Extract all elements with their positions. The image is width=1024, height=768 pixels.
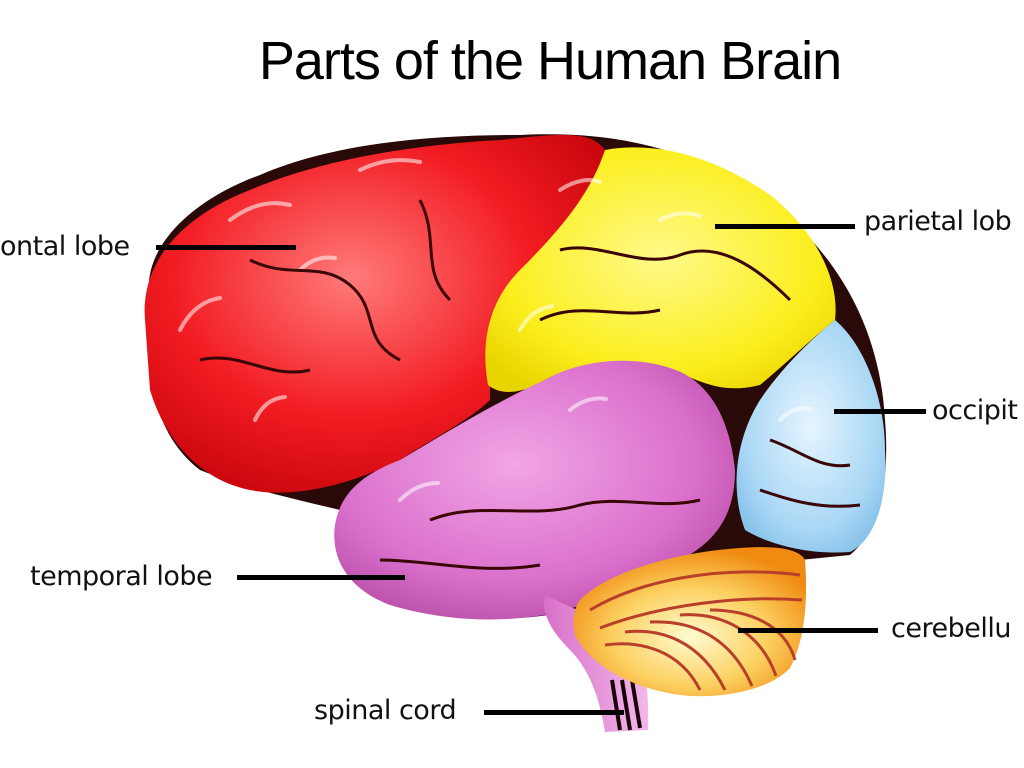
parietal-lobe-region xyxy=(485,147,836,392)
label-spinal-cord: spinal cord xyxy=(314,695,457,726)
brainstem-region xyxy=(544,595,649,732)
diagram-title: Parts of the Human Brain xyxy=(258,31,842,91)
cerebellum-region xyxy=(573,547,807,697)
spinal-cord-stripes xyxy=(610,679,642,731)
frontal-lobe-region xyxy=(144,134,606,493)
temporal-lobe-region xyxy=(334,360,735,620)
leader-line-parietal xyxy=(715,224,855,229)
cerebellum-folia xyxy=(589,570,803,691)
leader-line-temporal xyxy=(237,575,405,580)
leader-line-frontal xyxy=(156,245,296,250)
gyri-highlights xyxy=(178,158,812,502)
leader-line-cerebellum xyxy=(738,628,878,633)
label-temporal-lobe: temporal lobe xyxy=(30,561,213,592)
label-frontal-lobe: ontal lobe xyxy=(0,231,130,262)
sulci-lines xyxy=(199,199,861,570)
label-parietal-lobe: parietal lob xyxy=(864,206,1012,237)
label-cerebellum: cerebellu xyxy=(891,613,1011,644)
label-occipital-lobe: occipit xyxy=(932,395,1018,426)
leader-line-occipital xyxy=(834,409,926,414)
leader-line-spinal-cord xyxy=(484,710,624,715)
